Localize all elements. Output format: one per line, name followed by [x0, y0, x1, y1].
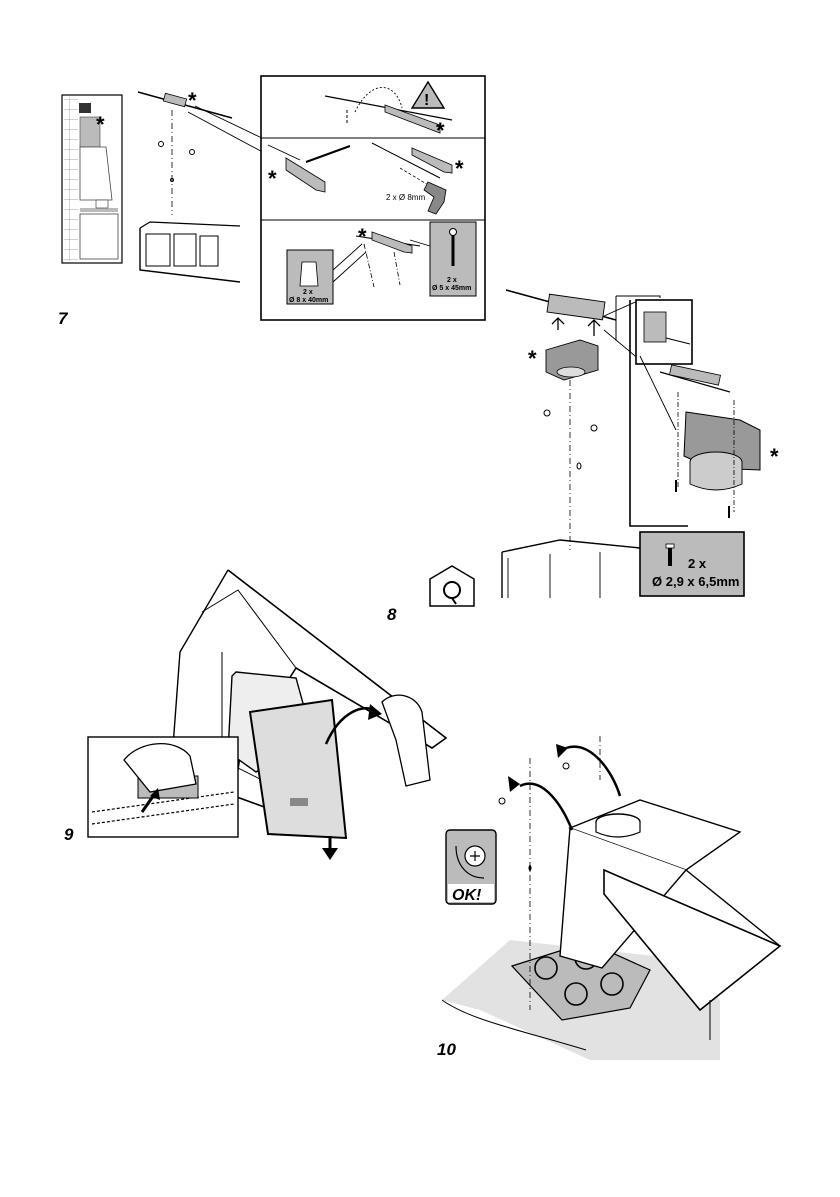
step7-wall-asterisk: *: [96, 112, 105, 137]
step7-drill-asterisk: *: [455, 156, 464, 181]
step8-detail-asterisk: *: [770, 444, 779, 469]
ok-label: OK!: [452, 887, 482, 904]
small-screw-size: Ø 2,9 x 6,5mm: [652, 574, 739, 589]
step-number-7: 7: [58, 309, 67, 329]
plug-qty: 2 x: [303, 289, 313, 296]
step-number-9: 9: [64, 825, 73, 845]
plug-size: Ø 8 x 40mm: [289, 297, 328, 304]
step7-warn-asterisk: *: [436, 118, 445, 143]
step7-detail-panel: ! * * * 2 x Ø 8mm * 2 x Ø 8 x 40mm: [261, 76, 485, 320]
step7-plug-asterisk: *: [358, 224, 367, 249]
step7-bracket-asterisk: *: [188, 88, 197, 113]
step-number-10: 10: [437, 1040, 456, 1060]
small-screw-box: 2 x Ø 2,9 x 6,5mm: [640, 532, 744, 596]
house-recirculation-icon: [430, 566, 474, 606]
step10-figure: OK!: [442, 736, 780, 1060]
screw-qty: 2 x: [447, 277, 457, 284]
warning-mark: !: [424, 92, 429, 109]
small-screw-qty: 2 x: [688, 556, 707, 571]
step8-asterisk: *: [528, 346, 537, 371]
wall-elevation: [62, 95, 122, 263]
step8-figure: * *: [430, 290, 779, 610]
step7-bracket: [138, 92, 270, 215]
step8-detail-panel: *: [630, 300, 779, 526]
step7-cabinet: [140, 222, 240, 282]
drill-size-label: 2 x Ø 8mm: [386, 193, 425, 202]
step9-detail-inset: [88, 737, 238, 837]
ok-screw-icon: OK!: [446, 830, 496, 904]
step7-left-asterisk: *: [268, 166, 277, 191]
step7-figure: * *: [62, 76, 485, 320]
step-number-8: 8: [387, 605, 396, 625]
step8-bracket: [547, 294, 605, 320]
screw-size: Ø 5 x 45mm: [432, 285, 471, 292]
